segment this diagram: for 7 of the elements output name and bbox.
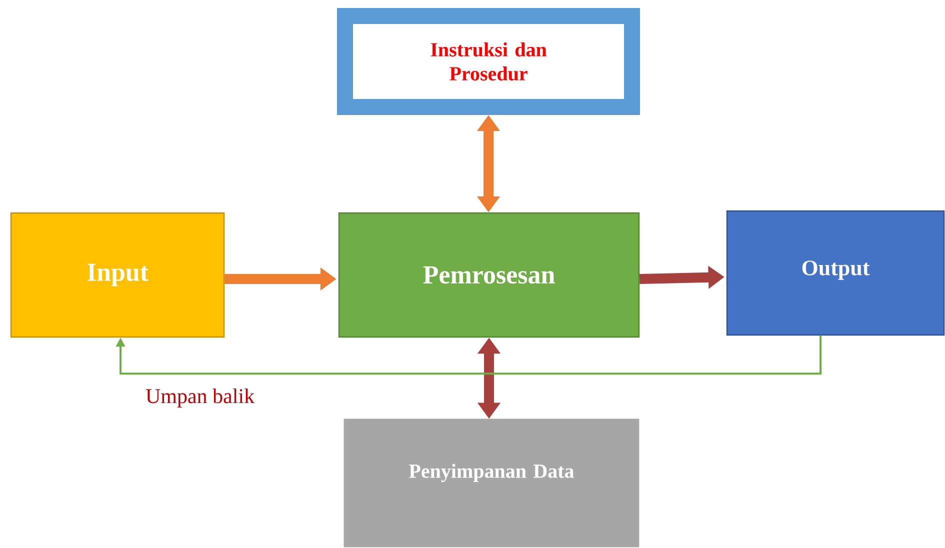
input-box: Input [10, 212, 225, 338]
edge-label: Umpan balik [144, 387, 256, 408]
storage-box: Penyimpanan Data [344, 418, 640, 548]
process-box: Pemrosesan [338, 212, 640, 338]
instruction-box: Instruksi dan Prosedur [337, 8, 640, 115]
output-box: Output [726, 210, 945, 336]
feedback-arrow [116, 336, 822, 375]
